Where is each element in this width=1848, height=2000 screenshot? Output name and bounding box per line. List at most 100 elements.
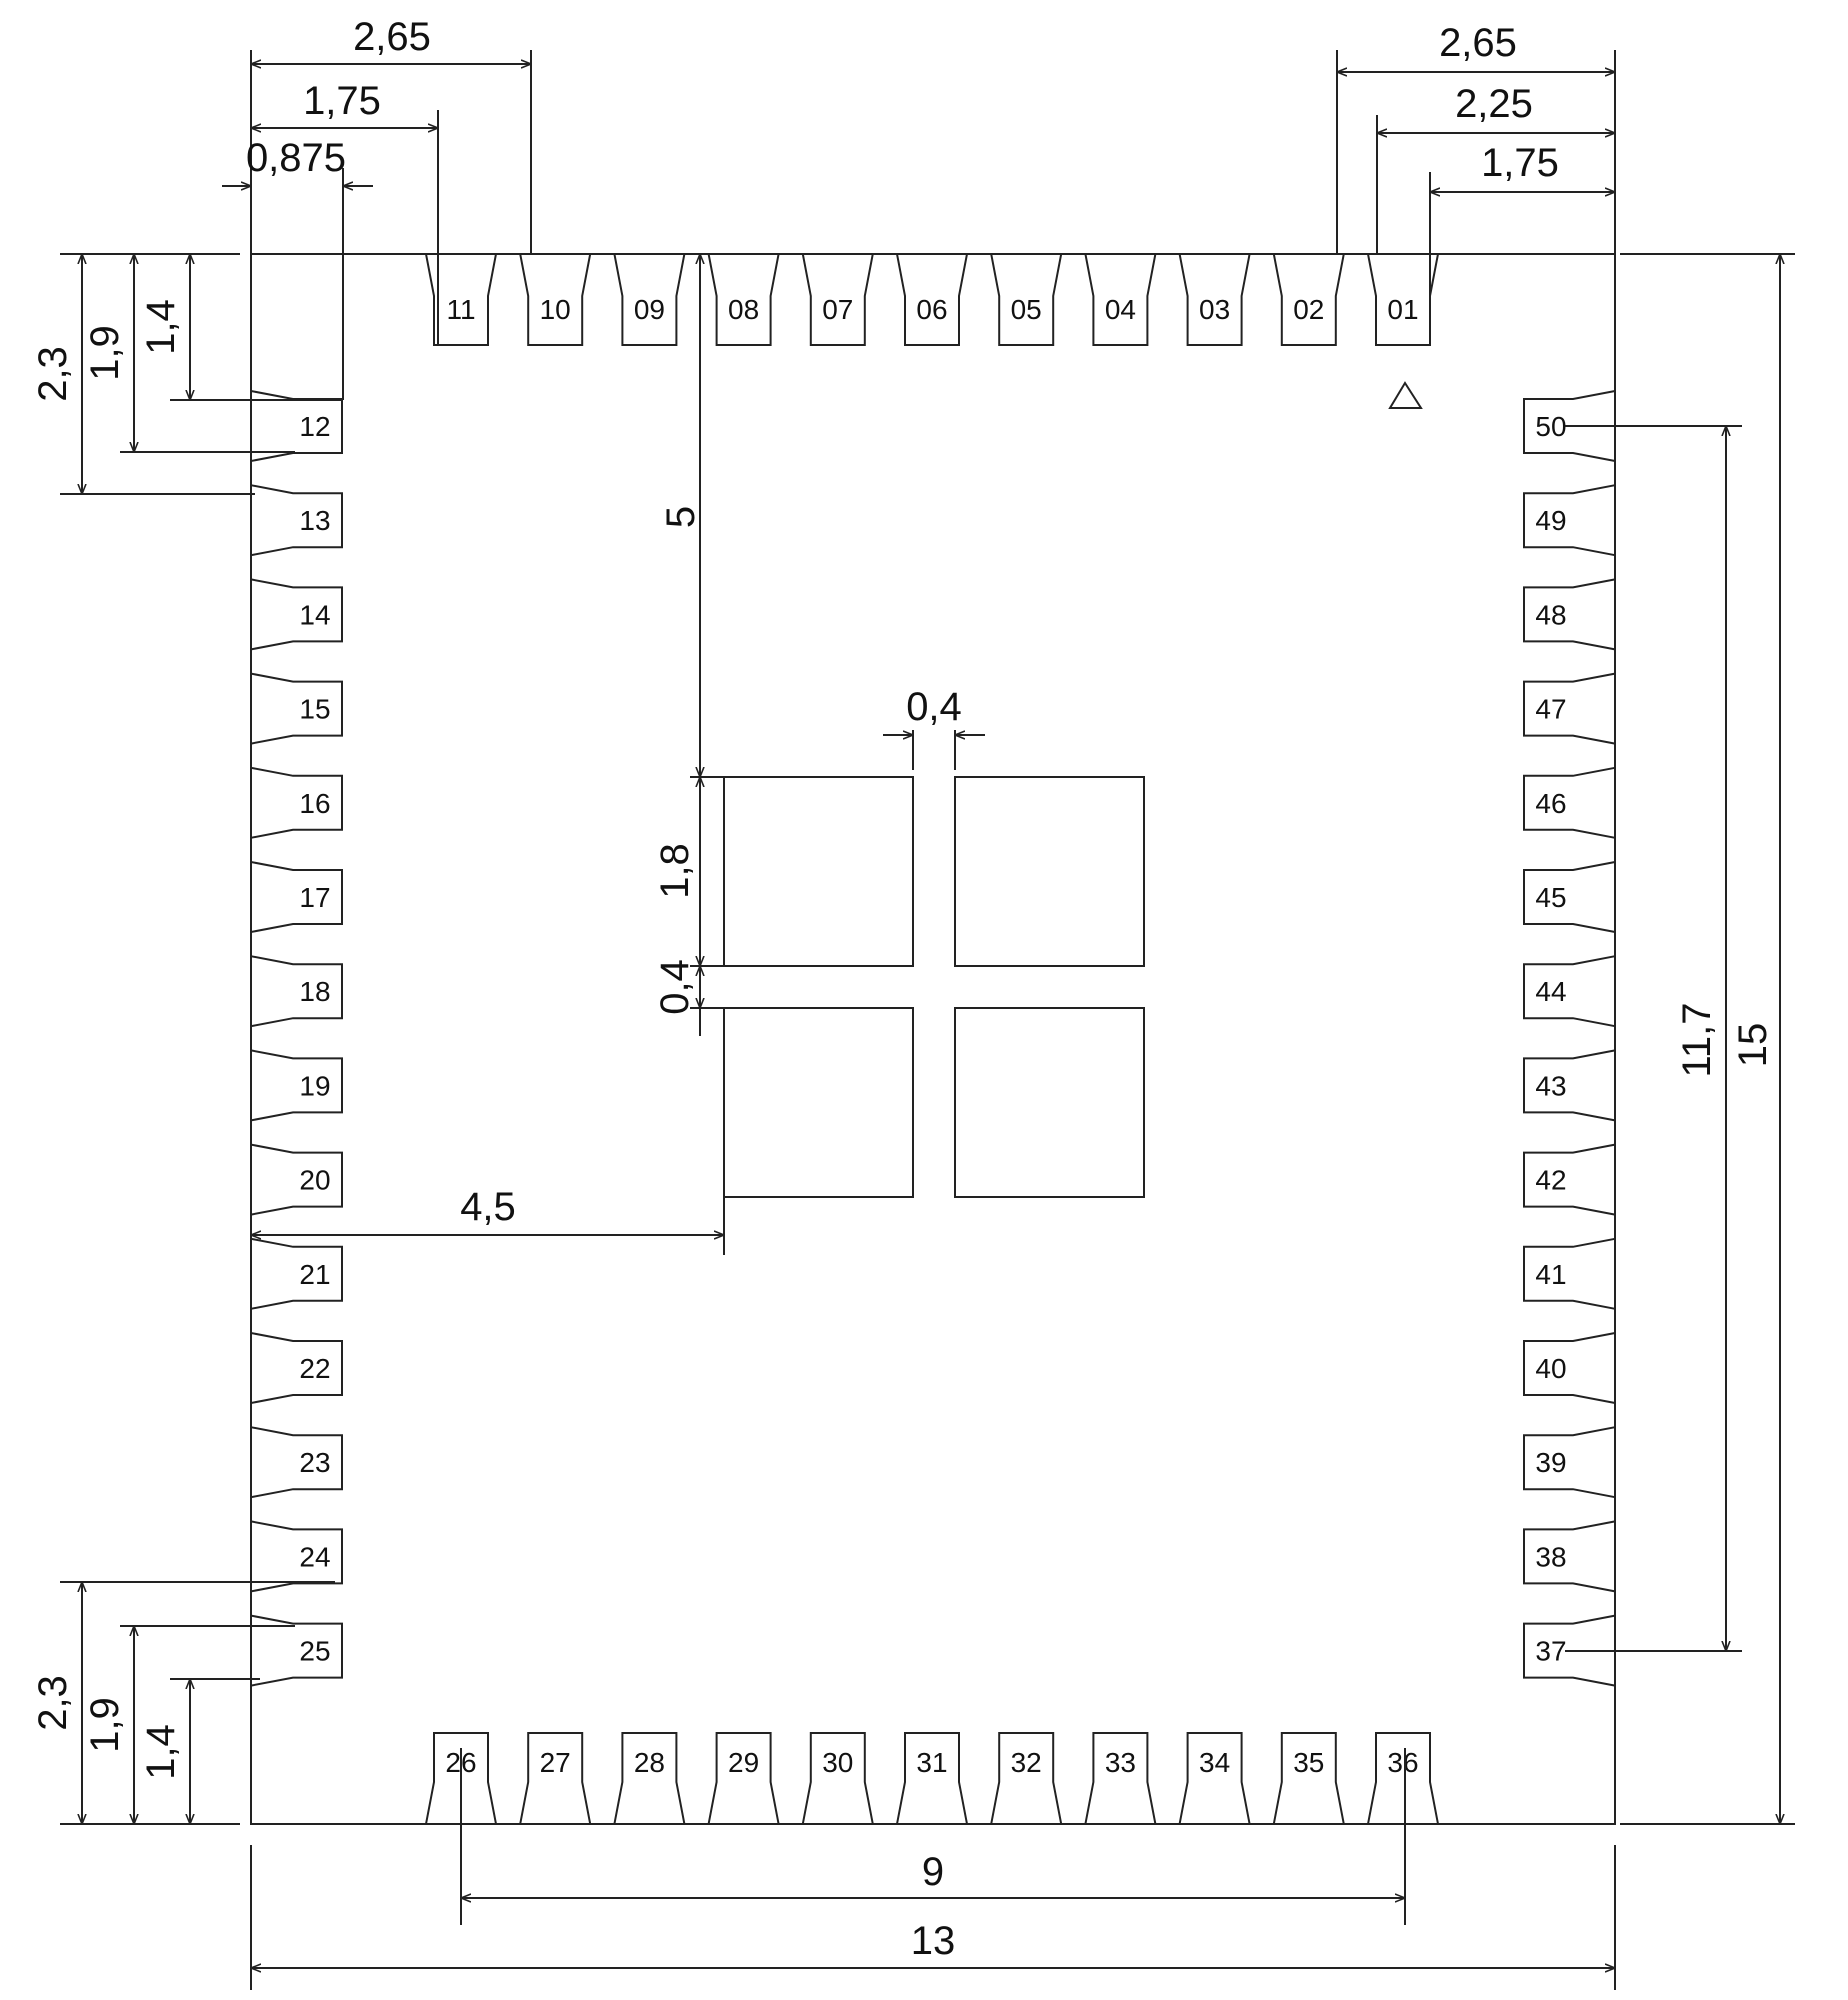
pin-right: 41 [1523, 1237, 1616, 1310]
pin-bottom: 29 [707, 1732, 780, 1825]
pin-top: 07 [801, 253, 875, 346]
dim-pad-size-1-8: 1,8 [653, 843, 697, 899]
pin-number: 06 [916, 294, 947, 325]
thermal-pad-top-right [954, 776, 1145, 967]
pin-bottom: 36 [1366, 1732, 1440, 1825]
pin-top: 05 [989, 253, 1063, 346]
pin-number: 03 [1199, 294, 1230, 325]
thermal-pad-bottom-left [723, 1007, 914, 1198]
pin-top: 11 [424, 253, 498, 346]
pin-top: 08 [707, 253, 780, 346]
pin-number: 22 [299, 1353, 330, 1384]
pin-top: 06 [895, 253, 969, 346]
pin-left: 16 [250, 766, 343, 839]
pin-number: 05 [1011, 294, 1042, 325]
pin-bottom: 32 [989, 1732, 1063, 1825]
dim-left-top-1-9: 1,9 [83, 325, 127, 381]
pin-right: 48 [1523, 578, 1616, 651]
pin-number: 46 [1535, 788, 1566, 819]
dimension-labels: 2,65 1,75 0,875 2,65 2,25 1,75 2,3 1,9 1… [31, 15, 1775, 1963]
pin-number: 38 [1535, 1541, 1566, 1572]
dim-pad-gap-vertical: 0,4 [653, 959, 697, 1015]
extension-lines [60, 50, 1795, 1990]
pin-number: 16 [299, 788, 330, 819]
pin-top: 10 [518, 253, 592, 346]
pin-right: 42 [1523, 1143, 1616, 1216]
dim-bottom-13: 13 [911, 1919, 956, 1963]
dim-top-right-2-65: 2,65 [1439, 21, 1517, 65]
pin-number: 07 [822, 294, 853, 325]
pin-right: 43 [1523, 1049, 1616, 1122]
pin-number: 27 [540, 1747, 571, 1778]
pin-number: 24 [299, 1541, 330, 1572]
pin-number: 33 [1105, 1747, 1136, 1778]
dim-pad-gap-horizontal: 0,4 [906, 685, 962, 729]
pin-right: 40 [1523, 1332, 1616, 1404]
pin-number: 08 [728, 294, 759, 325]
pin-left: 23 [250, 1426, 343, 1499]
dim-left-bottom-2-3: 2,3 [31, 1675, 75, 1731]
thermal-pad-top-left [723, 776, 914, 967]
pin-number: 02 [1293, 294, 1324, 325]
pin-number: 40 [1535, 1353, 1566, 1384]
pin-number: 31 [916, 1747, 947, 1778]
pin-number: 47 [1535, 694, 1566, 725]
pin-number: 23 [299, 1447, 330, 1478]
pin-right: 50 [1523, 390, 1616, 462]
dim-center-5: 5 [659, 506, 703, 528]
pin-left: 18 [250, 955, 343, 1028]
pin-right: 38 [1523, 1520, 1616, 1593]
pin-top: 03 [1178, 253, 1251, 346]
pin-left: 13 [250, 484, 343, 557]
pin-number: 28 [634, 1747, 665, 1778]
pin-left: 25 [250, 1614, 343, 1687]
pin-bottom: 27 [518, 1732, 592, 1825]
pin-number: 09 [634, 294, 665, 325]
pin-number: 37 [1535, 1636, 1566, 1667]
pin-bottom: 33 [1084, 1732, 1157, 1825]
left-pin-column: 12 13 14 15 16 17 18 19 20 21 22 23 24 25 [250, 390, 343, 1687]
pin-number: 13 [299, 505, 330, 536]
pin-number: 12 [299, 411, 330, 442]
dim-top-left-2-65: 2,65 [353, 15, 431, 59]
dim-left-top-1-4: 1,4 [139, 299, 183, 355]
dim-top-right-2-25: 2,25 [1455, 82, 1533, 126]
pin-number: 21 [299, 1259, 330, 1290]
pin-left: 15 [250, 672, 343, 745]
pin1-triangle-marker [1388, 381, 1423, 409]
pin-number: 20 [299, 1165, 330, 1196]
pin-left: 21 [250, 1237, 343, 1310]
pin-top: 04 [1084, 253, 1157, 346]
pin-right: 49 [1523, 484, 1616, 557]
pin-number: 18 [299, 976, 330, 1007]
pin-right: 37 [1523, 1614, 1616, 1687]
dim-top-right-1-75: 1,75 [1481, 141, 1559, 185]
pin-top: 02 [1272, 253, 1346, 346]
pin-bottom: 30 [801, 1732, 875, 1825]
pin-left: 14 [250, 578, 343, 651]
pin-number: 48 [1535, 599, 1566, 630]
dimension-lines [82, 64, 1780, 1968]
pin-bottom: 31 [895, 1732, 969, 1825]
pin-number: 01 [1387, 294, 1418, 325]
pin-number: 34 [1199, 1747, 1230, 1778]
pin-left: 17 [250, 861, 343, 933]
dim-left-top-2-3: 2,3 [31, 346, 75, 402]
pin-number: 42 [1535, 1165, 1566, 1196]
dim-left-bottom-1-9: 1,9 [83, 1697, 127, 1753]
pin-right: 45 [1523, 861, 1616, 933]
pin-left: 24 [250, 1520, 343, 1593]
pin-number: 10 [540, 294, 571, 325]
pin-number: 39 [1535, 1447, 1566, 1478]
thermal-pad-bottom-right [954, 1007, 1145, 1198]
pin-number: 44 [1535, 976, 1566, 1007]
pin-number: 15 [299, 694, 330, 725]
pin-number: 36 [1387, 1747, 1418, 1778]
pin-top: 01 [1366, 253, 1440, 346]
pin-right: 46 [1523, 766, 1616, 839]
pin-left: 19 [250, 1049, 343, 1122]
package-body-outline [250, 253, 1616, 1825]
dim-top-left-0-875: 0,875 [246, 136, 346, 180]
